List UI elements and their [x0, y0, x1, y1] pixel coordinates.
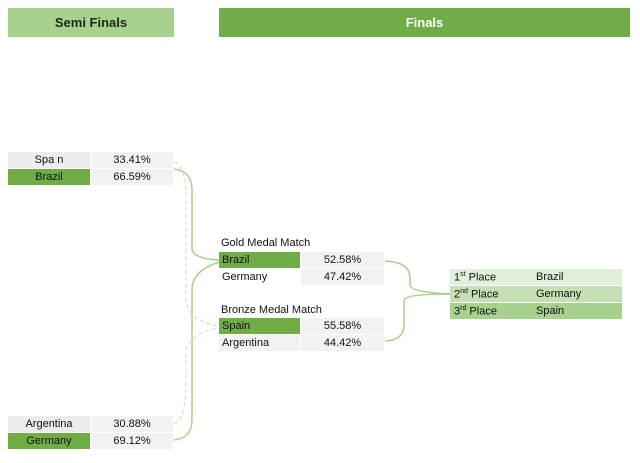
place-team: Brazil — [536, 271, 564, 283]
team-percentage: 47.42% — [301, 269, 384, 285]
semi-row-brazil: Brazil 66.59% — [8, 169, 173, 185]
semi-row-argentina: Argentina 30.88% — [8, 416, 173, 432]
semi-finals-header: Semi Finals — [8, 8, 174, 37]
gold-match-title: Gold Medal Match — [221, 237, 311, 249]
place-third: 3rd Place Spain — [450, 303, 622, 319]
team-name: Spa n — [8, 152, 90, 168]
gold-row-germany: Germany 47.42% — [219, 269, 384, 285]
team-percentage: 55.58% — [301, 318, 384, 334]
semi-row-germany: Germany 69.12% — [8, 433, 173, 449]
bronze-row-spain: Spain 55.58% — [219, 318, 384, 334]
bronze-row-argentina: Argentina 44.42% — [219, 335, 384, 351]
place-label: 2nd Place — [454, 287, 499, 301]
team-percentage: 66.59% — [91, 169, 173, 185]
place-first: 1st Place Brazil — [450, 269, 622, 285]
place-team: Spain — [536, 305, 565, 317]
team-percentage: 44.42% — [301, 335, 384, 351]
connector-spain-to-bronze — [173, 161, 221, 327]
place-team: Germany — [536, 288, 582, 300]
place-label: 3rd Place — [454, 304, 497, 318]
semi-row-spain: Spa n 33.41% — [8, 152, 173, 168]
connector-bronze-to-places — [384, 293, 451, 342]
team-percentage: 69.12% — [91, 433, 173, 449]
team-percentage: 30.88% — [91, 416, 173, 432]
team-name: Germany — [219, 269, 300, 285]
team-percentage: 52.58% — [301, 252, 384, 268]
team-percentage: 33.41% — [91, 152, 173, 168]
connector-germany-to-gold — [173, 261, 221, 441]
team-name: Argentina — [8, 416, 90, 432]
bronze-match-title: Bronze Medal Match — [221, 304, 322, 316]
team-name: Brazil — [219, 252, 300, 268]
finals-header: Finals — [219, 8, 630, 37]
place-second: 2nd Place Germany — [450, 286, 622, 302]
connector-argentina-to-bronze — [173, 327, 221, 425]
team-name: Germany — [8, 433, 90, 449]
connector-brazil-to-gold — [173, 168, 221, 261]
team-name: Argentina — [219, 335, 300, 351]
team-name: Spain — [219, 318, 300, 334]
gold-row-brazil: Brazil 52.58% — [219, 252, 384, 268]
connector-gold-to-places — [384, 260, 451, 295]
place-label: 1st Place — [454, 270, 497, 284]
team-name: Brazil — [8, 169, 90, 185]
